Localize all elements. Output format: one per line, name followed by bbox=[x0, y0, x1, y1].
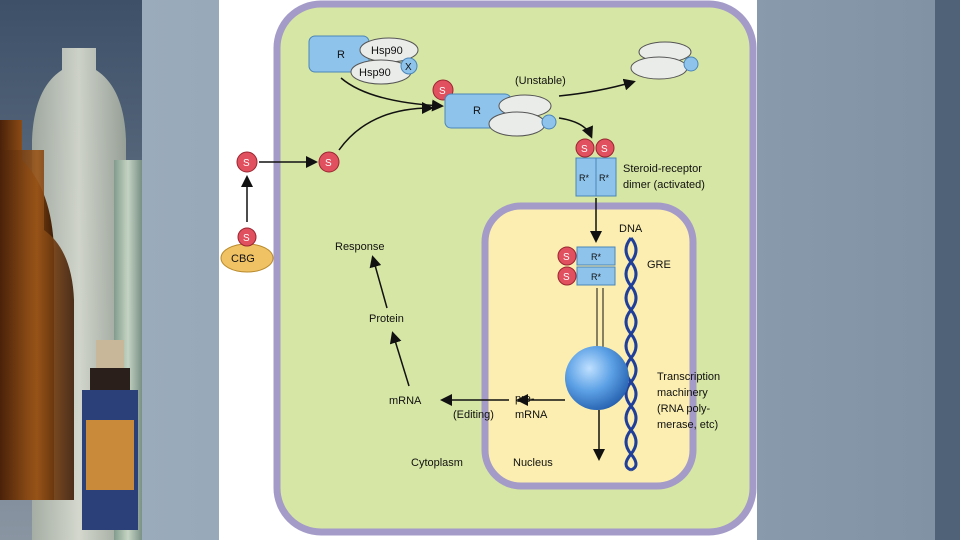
dimer-steroid-2: S bbox=[601, 144, 608, 155]
response-label: Response bbox=[335, 241, 385, 253]
dna-helix bbox=[624, 237, 638, 472]
dimer-r2: R* bbox=[599, 173, 609, 183]
premrna-line1: pre- bbox=[515, 393, 535, 405]
activated-dimer: S S R* R* bbox=[575, 138, 617, 197]
editing-label: (Editing) bbox=[453, 409, 494, 421]
nucleus-membrane bbox=[481, 202, 697, 490]
cbg-label: CBG bbox=[231, 253, 255, 265]
receptor-hsp90-complex: R Hsp90 Hsp90 X bbox=[308, 35, 419, 85]
bound-r1: R* bbox=[591, 252, 601, 262]
bound-receptors: S S R* R* bbox=[557, 246, 616, 286]
cbg-complex: S CBG bbox=[220, 227, 274, 273]
bottles-photo bbox=[0, 0, 142, 540]
dimer-label-1: Steroid-receptor bbox=[623, 163, 702, 175]
steroid-outside: S bbox=[236, 151, 258, 173]
cbg-steroid-label: S bbox=[243, 233, 250, 244]
steroid-label: S bbox=[439, 86, 446, 97]
gre-label: GRE bbox=[647, 259, 671, 271]
dimer-steroid-1: S bbox=[581, 144, 588, 155]
protein-label: Protein bbox=[369, 313, 404, 325]
tm-line2: machinery bbox=[657, 387, 708, 399]
hsp90-bottom-label: Hsp90 bbox=[359, 67, 391, 79]
arrow-protein-to-response bbox=[369, 255, 388, 309]
receptor-middle: R bbox=[444, 93, 557, 137]
steroid-cytoplasm: S bbox=[318, 151, 340, 173]
transcription-machinery-sphere bbox=[565, 346, 629, 410]
tm-line4: merase, etc) bbox=[657, 419, 718, 431]
bound-r2: R* bbox=[591, 272, 601, 282]
arrow-steroid-to-receptor bbox=[338, 102, 434, 151]
right-edge-strip bbox=[935, 0, 960, 540]
receptor-label: R bbox=[337, 49, 345, 61]
dimer-label-2: dimer (activated) bbox=[623, 179, 705, 191]
x-label: X bbox=[405, 62, 412, 73]
arrow-to-dimer bbox=[558, 117, 593, 139]
tm-line1: Transcription bbox=[657, 371, 720, 383]
arrow-mrna-to-protein bbox=[389, 331, 410, 387]
premrna-line2: mRNA bbox=[515, 409, 548, 421]
receptor-middle-label: R bbox=[473, 105, 481, 117]
arrow-to-dissociated bbox=[558, 78, 636, 97]
steroid-outside-label: S bbox=[243, 158, 250, 169]
dna-label: DNA bbox=[619, 223, 643, 235]
dimer-r1: R* bbox=[579, 173, 589, 183]
bound-steroid-2: S bbox=[563, 272, 570, 283]
bound-steroid-1: S bbox=[563, 252, 570, 263]
cytoplasm-label: Cytoplasm bbox=[411, 457, 463, 469]
tm-line3: (RNA poly- bbox=[657, 403, 711, 415]
steroid-receptor-diagram: R Hsp90 Hsp90 X (Unstable) S R bbox=[219, 0, 757, 540]
mrna-label: mRNA bbox=[389, 395, 422, 407]
steroid-cytoplasm-label: S bbox=[325, 158, 332, 169]
unstable-label: (Unstable) bbox=[515, 75, 566, 87]
dissociated-hsp90 bbox=[630, 41, 699, 80]
nucleus-label: Nucleus bbox=[513, 457, 553, 469]
hsp90-top-label: Hsp90 bbox=[371, 45, 403, 57]
